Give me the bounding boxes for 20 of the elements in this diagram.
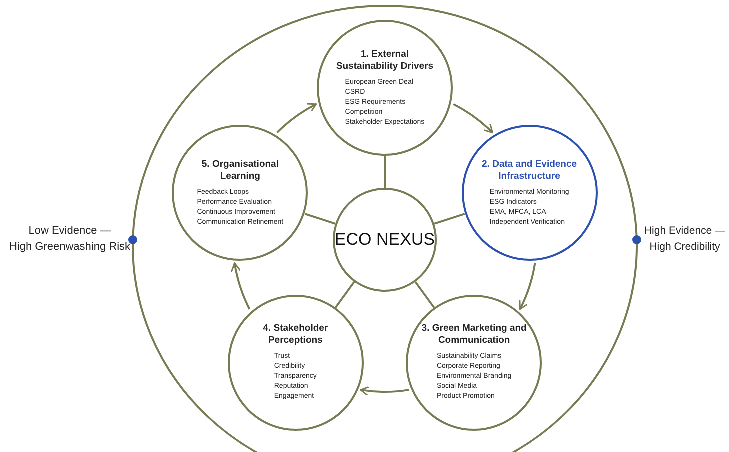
cycle-arrow — [360, 386, 410, 396]
stage-heading: 3. Green Marketing and Communication — [420, 323, 528, 348]
connector-line — [434, 213, 466, 225]
stage-heading: 1. External Sustainability Drivers — [335, 48, 435, 72]
cycle-arrow — [453, 104, 494, 134]
spectrum-label: High Credibility — [648, 240, 722, 254]
cycle-arrow — [231, 262, 251, 310]
spectrum-label: High Greenwashing Risk — [8, 240, 132, 254]
stage-heading: 4. Stakeholder Perceptions — [262, 323, 330, 348]
cycle-arrow — [518, 263, 536, 310]
connector-line — [334, 281, 356, 309]
spectrum-label: Low Evidence — — [28, 224, 112, 238]
stage-heading: 2. Data and Evidence Infrastructure — [481, 158, 578, 183]
connector-line — [414, 281, 436, 309]
cycle-arrow — [276, 104, 318, 134]
spectrum-label: High Evidence — — [643, 224, 727, 238]
connector-line — [304, 213, 336, 225]
stage-heading: 5. Organisational Learning — [200, 158, 280, 183]
hub-title: ECO NEXUS — [334, 230, 436, 250]
connector-line — [384, 156, 386, 188]
